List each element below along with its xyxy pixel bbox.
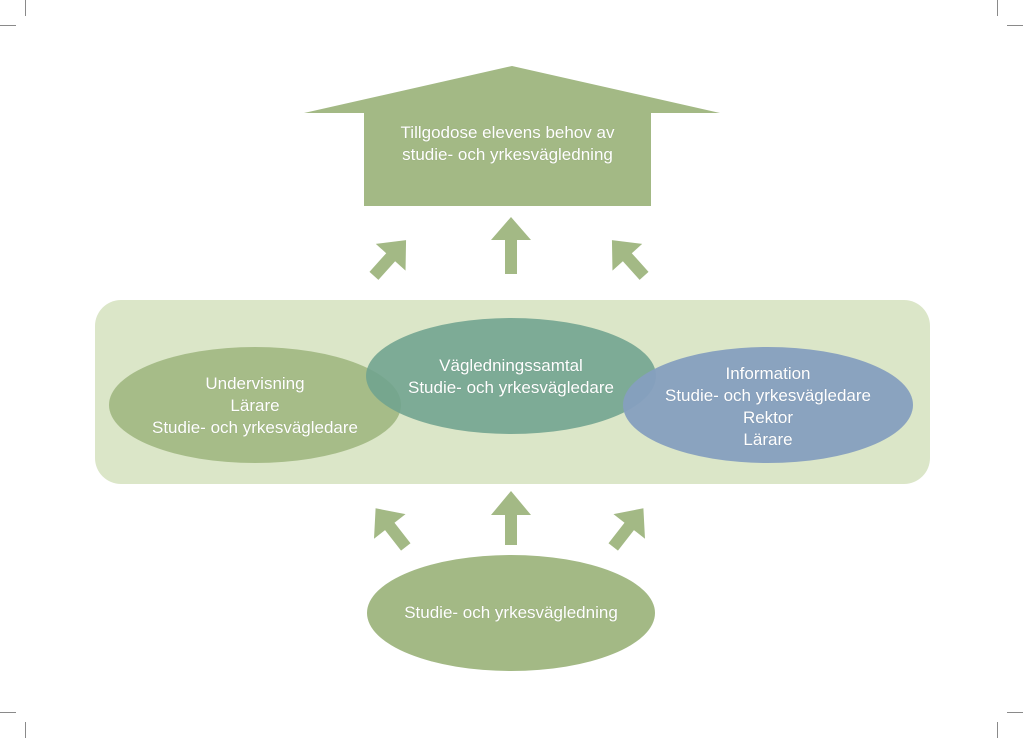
right-ellipse-line-3: Rektor (742, 408, 794, 427)
center-ellipse-title: Vägledningssamtal (439, 356, 583, 375)
crop-mark-bottom-right-v (997, 722, 998, 738)
arrow-up-center-lower (491, 491, 531, 545)
crop-mark-top-left-v (25, 0, 26, 16)
goal-label-line-2: studie- och yrkesvägledning (402, 145, 613, 164)
bottom-ellipse-label: Studie- och yrkesvägledning (371, 601, 651, 625)
right-ellipse-line-4: Lärare (743, 430, 793, 449)
crop-mark-bottom-right-h (1007, 712, 1023, 713)
crop-mark-bottom-left-v (25, 722, 26, 738)
right-ellipse-line-2: Studie- och yrkesvägledare (664, 386, 871, 405)
center-ellipse-label: Vägledningssamtal Studie- och yrkesvägle… (371, 354, 651, 400)
bottom-ellipse-title: Studie- och yrkesvägledning (404, 603, 618, 622)
arrow-up-left-lower (374, 508, 411, 551)
left-ellipse-line-3: Studie- och yrkesvägledare (151, 418, 358, 437)
left-ellipse-line-2: Lärare (230, 396, 280, 415)
left-ellipse (109, 347, 401, 463)
left-ellipse-title: Undervisning (205, 374, 305, 393)
goal-label-line-1: Tillgodose elevens behov av (400, 123, 615, 142)
center-ellipse (366, 318, 656, 434)
arrow-up-left-upper (369, 240, 407, 280)
center-ellipse-line-2: Studie- och yrkesvägledare (407, 378, 614, 397)
bottom-ellipse (367, 555, 655, 671)
crop-mark-top-right-h (1007, 25, 1023, 26)
left-ellipse-label: Undervisning Lärare Studie- och yrkesväg… (115, 372, 395, 440)
crop-mark-top-left-h (0, 25, 16, 26)
goal-label: Tillgodose elevens behov av studie- och … (364, 118, 651, 170)
right-ellipse-label: Information Studie- och yrkesvägledare R… (628, 362, 908, 452)
arrow-up-right-lower (608, 508, 645, 551)
arrow-up-center-upper (491, 217, 531, 274)
right-ellipse (623, 347, 913, 463)
crop-mark-top-right-v (997, 0, 998, 16)
goal-house-shape (304, 66, 720, 206)
crop-mark-bottom-left-h (0, 712, 16, 713)
right-ellipse-title: Information (725, 364, 811, 383)
arrow-up-right-upper (611, 240, 649, 280)
